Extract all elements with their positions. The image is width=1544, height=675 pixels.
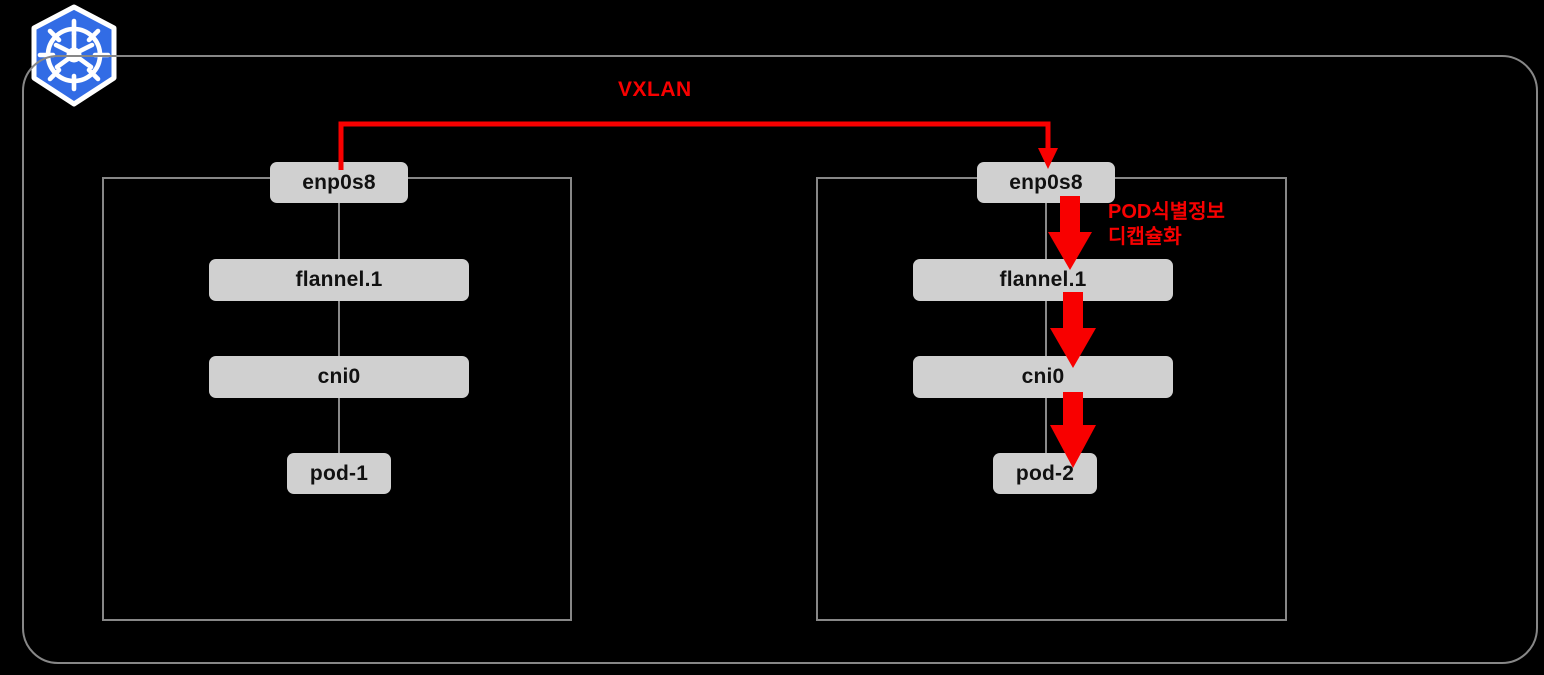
connector-line	[1045, 299, 1047, 358]
connector-line	[1045, 201, 1047, 261]
device-cni0-left[interactable]: cni0	[209, 356, 469, 398]
vxlan-label: VXLAN	[618, 78, 692, 101]
cluster-frame	[22, 55, 1538, 664]
device-enp0s8-right[interactable]: enp0s8	[977, 162, 1115, 203]
device-enp0s8-left[interactable]: enp0s8	[270, 162, 408, 203]
connector-line	[338, 201, 340, 261]
connector-line	[338, 396, 340, 455]
connector-line	[1045, 396, 1047, 455]
device-flannel-left[interactable]: flannel.1	[209, 259, 469, 301]
device-pod-2[interactable]: pod-2	[993, 453, 1097, 494]
device-flannel-right[interactable]: flannel.1	[913, 259, 1173, 301]
connector-line	[338, 299, 340, 358]
device-cni0-right[interactable]: cni0	[913, 356, 1173, 398]
node-frame-left	[102, 177, 572, 621]
decapsulation-label: POD식별정보 디캡슐화	[1108, 201, 1225, 248]
device-pod-1[interactable]: pod-1	[287, 453, 391, 494]
